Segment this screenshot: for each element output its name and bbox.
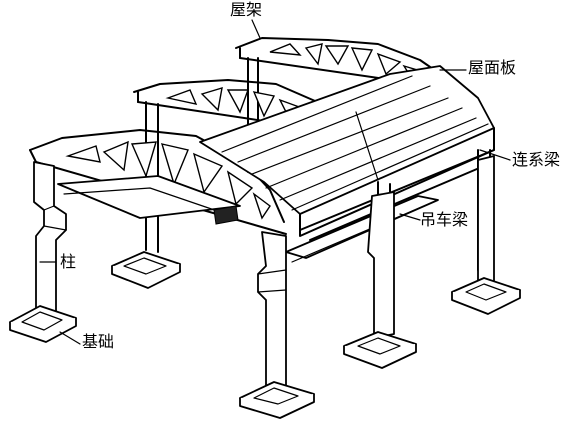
leader-lines xyxy=(39,19,511,345)
back-roof-truss xyxy=(235,37,449,89)
front-columns xyxy=(33,155,495,391)
foundations xyxy=(9,251,521,419)
label-crane-beam: 吊车梁 xyxy=(420,210,469,229)
label-column: 柱 xyxy=(60,252,77,271)
roof-panels xyxy=(199,65,495,237)
label-roof-panel: 屋面板 xyxy=(468,58,517,77)
label-tie-beam: 连系梁 xyxy=(512,150,561,169)
label-roof-truss: 屋架 xyxy=(230,0,263,19)
label-foundation: 基础 xyxy=(82,332,115,351)
crane-beam xyxy=(57,175,439,263)
